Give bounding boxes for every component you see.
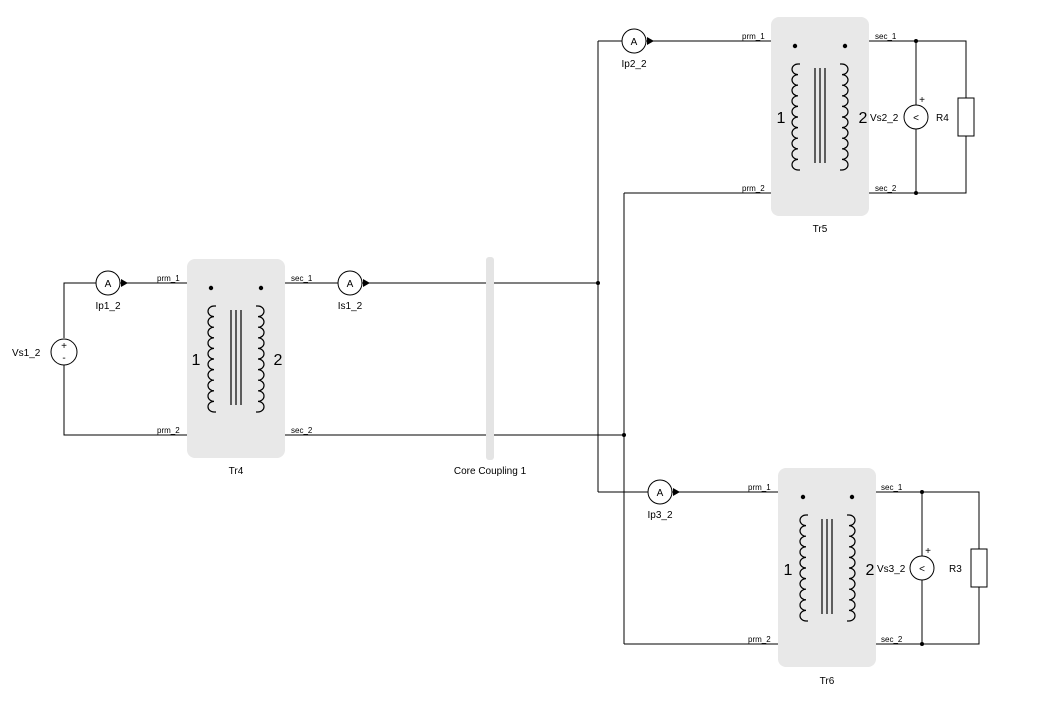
- ammeter-ip2-body[interactable]: [621, 28, 647, 54]
- junctions: [596, 39, 924, 646]
- tr5-prm1-label: prm_1: [742, 32, 765, 41]
- ammeter-is1-label: Is1_2: [338, 301, 363, 312]
- tr4-primary-polarity-dot: [208, 285, 214, 291]
- ammeter-ip2-symbol: A: [631, 37, 638, 48]
- junction-tr6-sec-bottom: [920, 642, 924, 646]
- ammeter-ip2-arrow-icon: [647, 37, 654, 45]
- ammeter-ip3[interactable]: A Ip3_2: [647, 479, 680, 521]
- tr4-secondary-coil: [256, 305, 265, 413]
- ammeter-ip1-label: Ip1_2: [95, 301, 120, 312]
- ammeter-is1[interactable]: A Is1_2: [337, 270, 370, 312]
- voltage-source-vs1-plus: +: [61, 341, 67, 352]
- ammeter-is1-arrow-icon: [363, 279, 370, 287]
- ammeter-is1-body[interactable]: [337, 270, 363, 296]
- tr6-primary-number: 1: [784, 562, 793, 579]
- ammeter-ip1[interactable]: A Ip1_2: [95, 270, 128, 312]
- tr5-primary-polarity-dot: [792, 43, 798, 49]
- voltage-source-vs1[interactable]: + - Vs1_2: [12, 338, 78, 366]
- junction-tr5-sec-bottom: [914, 191, 918, 195]
- tr6-secondary-number: 2: [866, 562, 875, 579]
- voltmeter-vs3-plus: +: [925, 546, 931, 557]
- ammeter-ip1-arrow-icon: [121, 279, 128, 287]
- tr6-primary-polarity-dot: [800, 494, 806, 500]
- voltmeter-vs2[interactable]: < + Vs2_2: [870, 95, 929, 130]
- ammeter-ip1-symbol: A: [105, 279, 112, 290]
- tr5-secondary-coil: [840, 63, 849, 171]
- tr5-secondary-polarity-dot: [842, 43, 848, 49]
- resistor-r3[interactable]: R3: [949, 548, 988, 588]
- tr4-sec2-label: sec_2: [291, 426, 313, 435]
- resistor-r4-body[interactable]: [957, 97, 975, 137]
- tr5-primary-coil: [791, 63, 800, 171]
- ammeter-ip3-body[interactable]: [647, 479, 673, 505]
- ammeter-is1-symbol: A: [347, 279, 354, 290]
- voltmeter-vs2-symbol: <: [913, 113, 919, 124]
- tr5-sec1-label: sec_1: [875, 32, 897, 41]
- tr6-sec2-label: sec_2: [881, 635, 903, 644]
- voltmeter-vs3-body[interactable]: [909, 555, 935, 581]
- junction-return-bus: [622, 433, 626, 437]
- tr5-sec2-label: sec_2: [875, 184, 897, 193]
- tr6-prm2-label: prm_2: [748, 635, 771, 644]
- tr5-name: Tr5: [813, 224, 828, 235]
- tr4-primary-number: 1: [192, 352, 201, 369]
- tr5-prm2-label: prm_2: [742, 184, 765, 193]
- voltmeter-vs2-body[interactable]: [903, 104, 929, 130]
- voltmeter-vs3-symbol: <: [919, 564, 925, 575]
- ammeter-ip2[interactable]: A Ip2_2: [621, 28, 654, 70]
- transformer-tr6[interactable]: 1 2 prm_1 prm_2 sec_1 sec_2 Tr6: [748, 468, 903, 687]
- junction-tr5-sec-top: [914, 39, 918, 43]
- tr4-prm2-label: prm_2: [157, 426, 180, 435]
- core-coupling-label: Core Coupling 1: [454, 466, 527, 477]
- ammeter-ip2-label: Ip2_2: [621, 59, 646, 70]
- voltage-source-vs1-label: Vs1_2: [12, 348, 41, 359]
- resistor-r4[interactable]: R4: [936, 97, 975, 137]
- junction-tr6-sec-top: [920, 490, 924, 494]
- tr4-primary-coil: [207, 305, 216, 413]
- ammeter-ip3-symbol: A: [657, 488, 664, 499]
- resistor-r3-label: R3: [949, 564, 962, 575]
- tr6-prm1-label: prm_1: [748, 483, 771, 492]
- tr4-sec1-label: sec_1: [291, 274, 313, 283]
- voltmeter-vs2-label: Vs2_2: [870, 113, 899, 124]
- voltage-source-vs1-body[interactable]: [50, 338, 78, 366]
- junction-top-bus: [596, 281, 600, 285]
- voltmeter-vs2-plus: +: [919, 95, 925, 106]
- tr4-secondary-number: 2: [274, 352, 283, 369]
- tr6-secondary-coil: [847, 514, 856, 622]
- tr6-name: Tr6: [820, 676, 835, 687]
- core-coupling[interactable]: Core Coupling 1: [454, 257, 527, 477]
- core-coupling-bar[interactable]: [486, 257, 494, 460]
- resistor-r4-label: R4: [936, 113, 949, 124]
- wire-vs1-to-ip1: [63, 282, 96, 338]
- voltmeter-vs3[interactable]: < + Vs3_2: [877, 546, 935, 581]
- transformer-tr4[interactable]: 1 2 prm_1 prm_2 sec_1 sec_2 Tr4: [157, 259, 313, 477]
- resistor-r3-body[interactable]: [970, 548, 988, 588]
- ammeter-ip3-label: Ip3_2: [647, 510, 672, 521]
- ammeter-ip3-arrow-icon: [673, 488, 680, 496]
- tr4-name: Tr4: [229, 466, 244, 477]
- tr6-sec1-label: sec_1: [881, 483, 903, 492]
- tr6-primary-coil: [799, 514, 808, 622]
- tr4-secondary-polarity-dot: [258, 285, 264, 291]
- voltmeter-vs3-label: Vs3_2: [877, 564, 906, 575]
- ammeter-ip1-body[interactable]: [95, 270, 121, 296]
- voltage-source-vs1-minus: -: [62, 353, 65, 364]
- tr5-primary-number: 1: [777, 110, 786, 127]
- tr6-secondary-polarity-dot: [849, 494, 855, 500]
- tr5-secondary-number: 2: [859, 110, 868, 127]
- tr4-prm1-label: prm_1: [157, 274, 180, 283]
- transformer-tr5[interactable]: 1 2 prm_1 prm_2 sec_1 sec_2 Tr5: [742, 17, 897, 235]
